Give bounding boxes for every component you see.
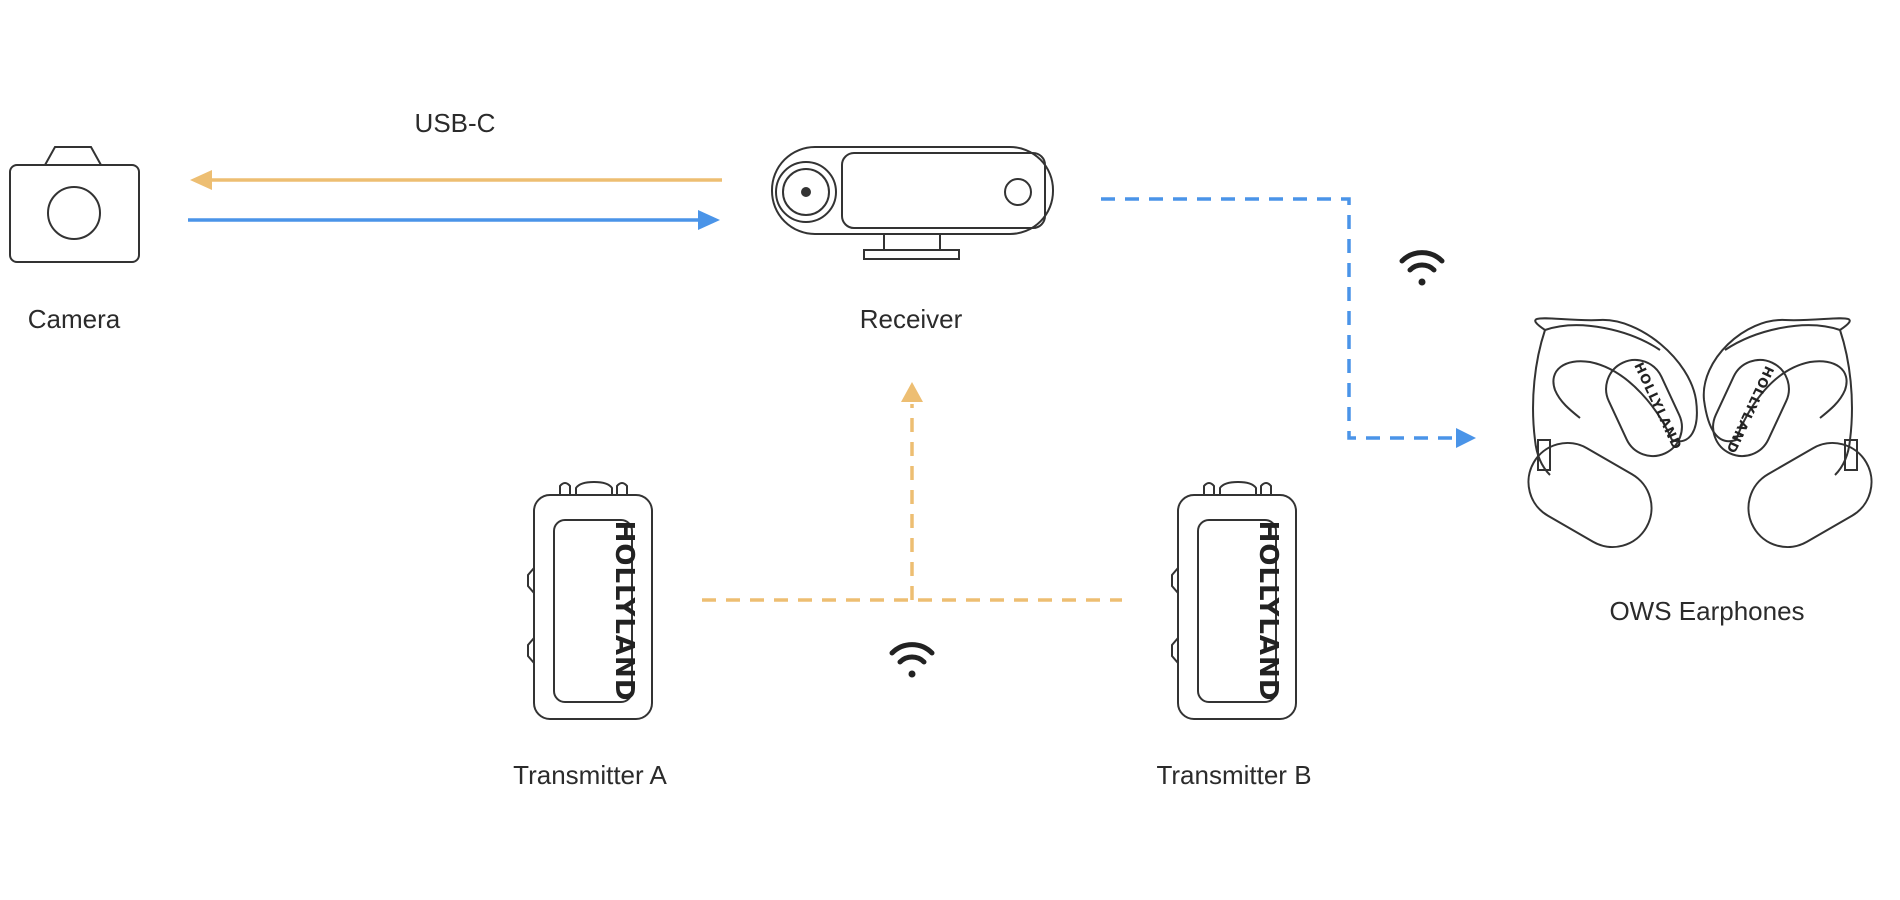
transmitter-b-label: Transmitter B <box>1156 760 1312 790</box>
transmitter-icon: HOLLYLAND <box>527 480 653 720</box>
earphones-label: OWS Earphones <box>1609 596 1805 626</box>
transmitter-brand: HOLLYLAND <box>1253 521 1283 702</box>
wireless-link-to-earphones <box>1101 197 1460 440</box>
transmitter-icon: HOLLYLAND <box>1171 480 1297 720</box>
receiver-icon <box>771 146 1054 260</box>
transmitter-brand: HOLLYLAND <box>609 521 639 702</box>
receiver-label: Receiver <box>859 304 963 334</box>
camera-icon <box>9 146 140 263</box>
transmitter-a-label: Transmitter A <box>513 760 667 790</box>
earphones-icon: HOLLYLAND HOLLYLAND <box>1527 317 1873 548</box>
earphones-arrowhead <box>1456 428 1476 448</box>
wifi-icon <box>1399 250 1445 286</box>
camera-label: Camera <box>27 304 121 334</box>
usb-c-label: USB-C <box>414 108 496 138</box>
usb-arrowhead-left <box>190 170 212 190</box>
receiver-arrowhead <box>901 382 923 402</box>
usb-arrowhead-right <box>698 210 720 230</box>
wifi-icon <box>889 642 935 678</box>
